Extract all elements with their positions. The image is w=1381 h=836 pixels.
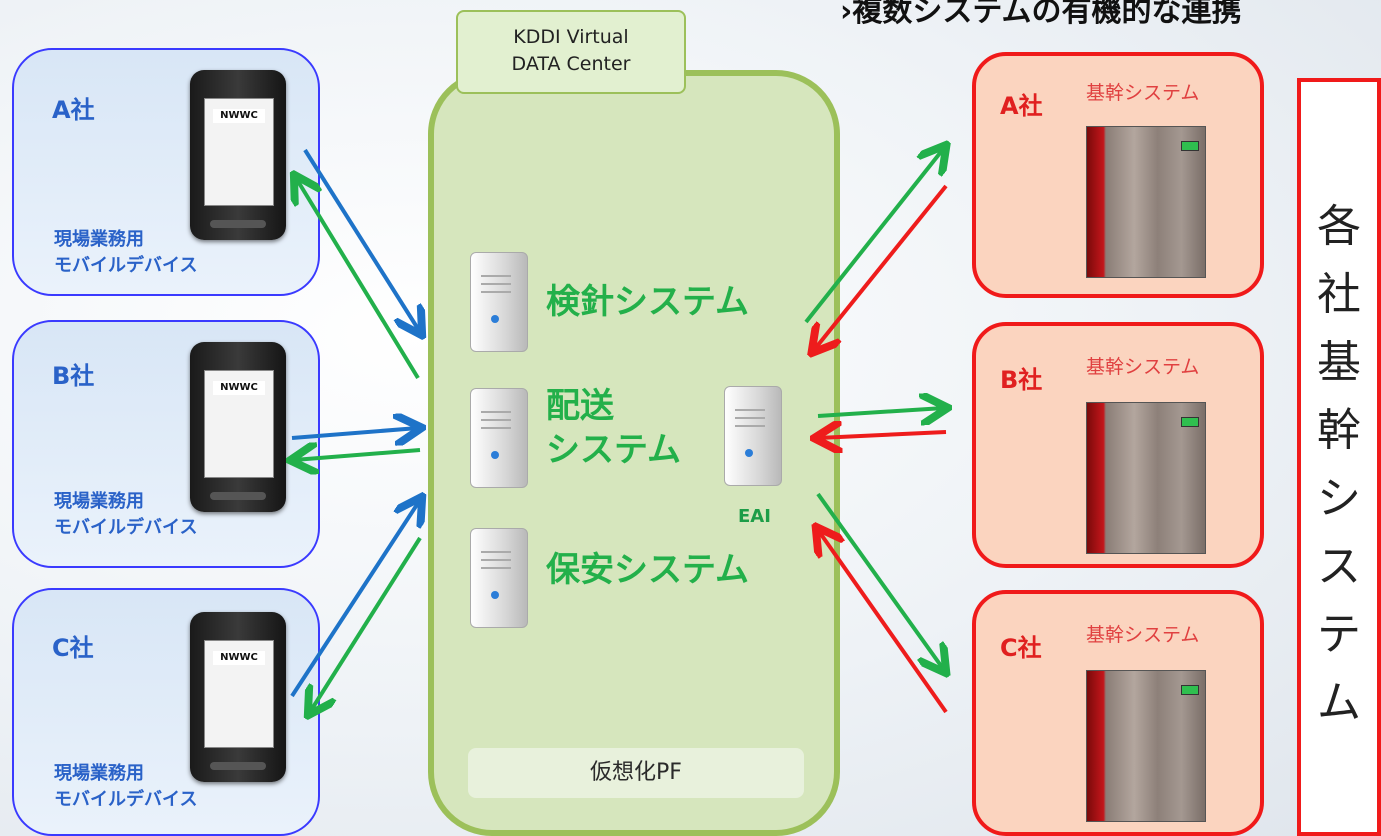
company-a-box: A社 現場業務用 モバイルデバイス NWWC: [12, 48, 320, 296]
mainframe-icon: [1086, 402, 1206, 554]
data-center-title-line2: DATA Center: [511, 53, 631, 75]
company-b-role1: 現場業務用: [54, 491, 144, 512]
core-system-a-box: A社 基幹システム: [972, 52, 1264, 298]
company-a-role1: 現場業務用: [54, 229, 144, 250]
company-a-role2: モバイルデバイス: [54, 255, 198, 276]
core-system-c-box: C社 基幹システム: [972, 590, 1264, 836]
core-system-b-name: B社: [1000, 366, 1043, 394]
mainframe-icon: [1086, 670, 1206, 822]
core-system-b-box: B社 基幹システム: [972, 322, 1264, 568]
arrow-center-to-c: [310, 536, 422, 712]
core-system-a-name: A社: [1000, 92, 1043, 120]
vertical-char: ム: [1317, 677, 1361, 728]
virtualization-platform-box: 仮想化PF: [468, 748, 804, 798]
eai-server-icon: [724, 386, 782, 486]
arrow-center-to-core-b: [817, 408, 944, 416]
core-system-b-label: 基幹システム: [1086, 356, 1200, 378]
arrow-core-b-to-center: [818, 432, 947, 438]
safety-system-label: 保安システム: [546, 550, 749, 590]
company-b-box: B社 現場業務用 モバイルデバイス NWWC: [12, 320, 320, 568]
arrow-center-to-core-a: [804, 148, 944, 324]
arrow-c-to-center: [290, 500, 420, 698]
mobile-device-icon: NWWC: [190, 612, 286, 782]
company-b-name: B社: [52, 362, 95, 390]
company-c-name: C社: [52, 634, 94, 662]
core-system-a-label: 基幹システム: [1086, 82, 1200, 104]
vertical-char: ス: [1317, 541, 1361, 592]
company-c-role1: 現場業務用: [54, 763, 144, 784]
vertical-char: 各: [1317, 201, 1361, 252]
data-center-title-line1: KDDI Virtual: [513, 26, 629, 48]
company-a-name: A社: [52, 96, 95, 124]
vertical-char: 幹: [1317, 405, 1361, 456]
mainframe-icon: [1086, 126, 1206, 278]
header-title: ›複数システムの有機的な連携: [840, 0, 1242, 26]
meter-reading-system-label: 検針システム: [546, 282, 749, 322]
company-b-role2: モバイルデバイス: [54, 517, 198, 538]
mobile-device-icon: NWWC: [190, 70, 286, 240]
server-icon: [470, 528, 528, 628]
server-icon: [470, 388, 528, 488]
core-system-c-name: C社: [1000, 634, 1042, 662]
vertical-char: シ: [1317, 473, 1361, 524]
mobile-device-icon: NWWC: [190, 342, 286, 512]
arrow-core-a-to-center: [814, 184, 948, 350]
company-c-role2: モバイルデバイス: [54, 789, 198, 810]
data-center-title-scroll: KDDI Virtual DATA Center: [456, 10, 686, 94]
delivery-system-label-line1: 配送: [546, 386, 614, 426]
core-systems-vertical-box: 各 社 基 幹 シ ス テ ム: [1297, 78, 1381, 836]
virtualization-platform-label: 仮想化PF: [590, 760, 682, 785]
arrow-a-to-center: [303, 148, 420, 332]
arrow-b-to-center: [291, 428, 418, 438]
arrow-center-to-b: [294, 450, 421, 460]
vertical-char: 基: [1317, 337, 1361, 388]
server-icon: [470, 252, 528, 352]
arrow-core-c-to-center: [818, 530, 948, 714]
core-system-c-label: 基幹システム: [1086, 624, 1200, 646]
delivery-system-label-line2: システム: [546, 430, 681, 470]
eai-label: EAI: [738, 506, 771, 527]
company-c-box: C社 現場業務用 モバイルデバイス NWWC: [12, 588, 320, 836]
vertical-char: 社: [1317, 269, 1361, 320]
arrow-center-to-a: [296, 178, 420, 380]
vertical-char: テ: [1317, 609, 1361, 660]
arrow-center-to-core-c: [816, 492, 944, 670]
